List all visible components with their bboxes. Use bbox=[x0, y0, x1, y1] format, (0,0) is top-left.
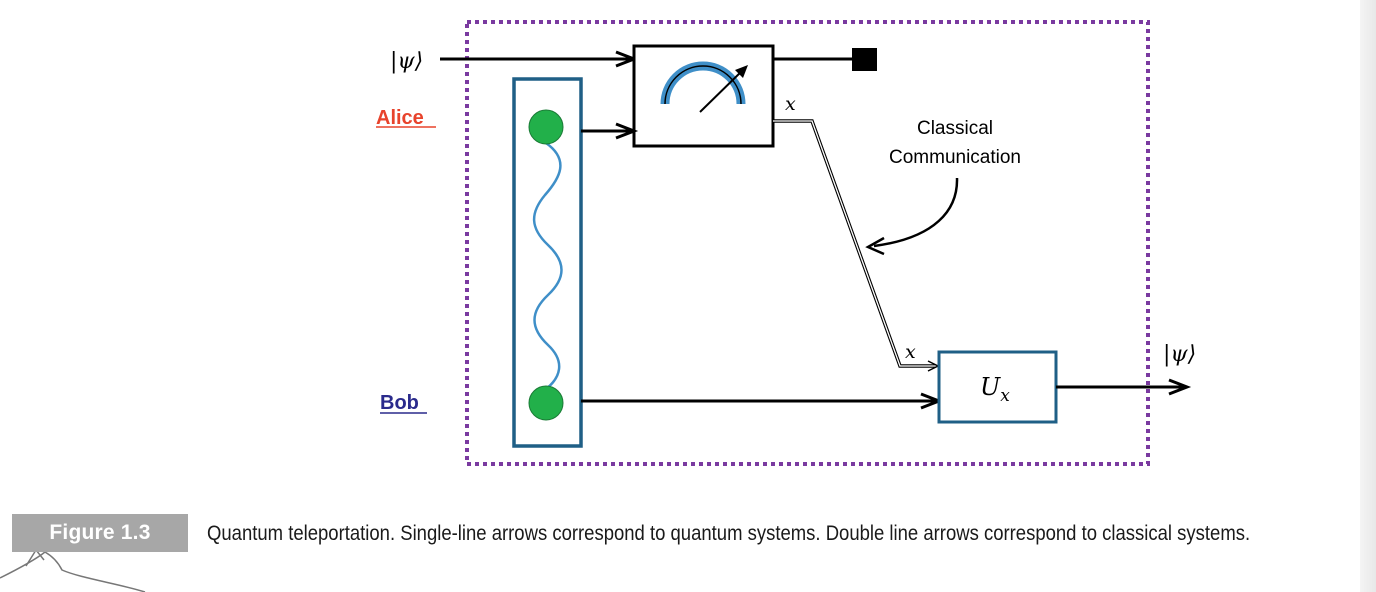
bob-qubit bbox=[528, 385, 564, 421]
annotation-arrowhead bbox=[865, 236, 885, 256]
output-wire-arrowhead bbox=[1168, 378, 1192, 396]
unitary-box bbox=[937, 350, 1058, 424]
entanglement-wave bbox=[532, 141, 563, 390]
protocol-frame bbox=[465, 20, 1150, 466]
page-edge-shade bbox=[1360, 0, 1376, 592]
bob-label: Bob bbox=[380, 392, 419, 414]
corner-sketch-ear bbox=[25, 548, 45, 567]
discard-terminator bbox=[852, 48, 877, 71]
unitary-control-label: x bbox=[905, 341, 916, 363]
meter-needle-tip bbox=[735, 65, 748, 78]
figure-caption: Quantum teleportation. Single-line arrow… bbox=[207, 521, 1251, 545]
measurement-output-label: x bbox=[785, 93, 796, 115]
output-state-label: |ψ⟩ bbox=[1163, 342, 1196, 367]
alice-qubit-arrowhead bbox=[615, 122, 639, 140]
corner-sketch bbox=[0, 551, 146, 592]
input-state-label: |ψ⟩ bbox=[390, 49, 423, 74]
figure-label: Figure 1.3 bbox=[12, 514, 188, 552]
alice-qubit bbox=[528, 109, 564, 145]
meter-arc-outline bbox=[664, 65, 742, 105]
unitary-subscript: x bbox=[1000, 386, 1010, 406]
entangled-pair-box bbox=[512, 77, 583, 448]
unitary-label: Ux bbox=[980, 373, 1010, 406]
classical-channel-inner bbox=[773, 120, 936, 367]
measurement-box bbox=[632, 44, 775, 148]
classical-communication-label-line1: Classical bbox=[917, 118, 993, 139]
unitary-symbol: U bbox=[980, 373, 1001, 401]
classical-communication-label-line2: Communication bbox=[889, 147, 1021, 168]
annotation-arrow bbox=[873, 177, 959, 248]
alice-label: Alice bbox=[376, 107, 424, 129]
meter-needle bbox=[699, 67, 746, 113]
